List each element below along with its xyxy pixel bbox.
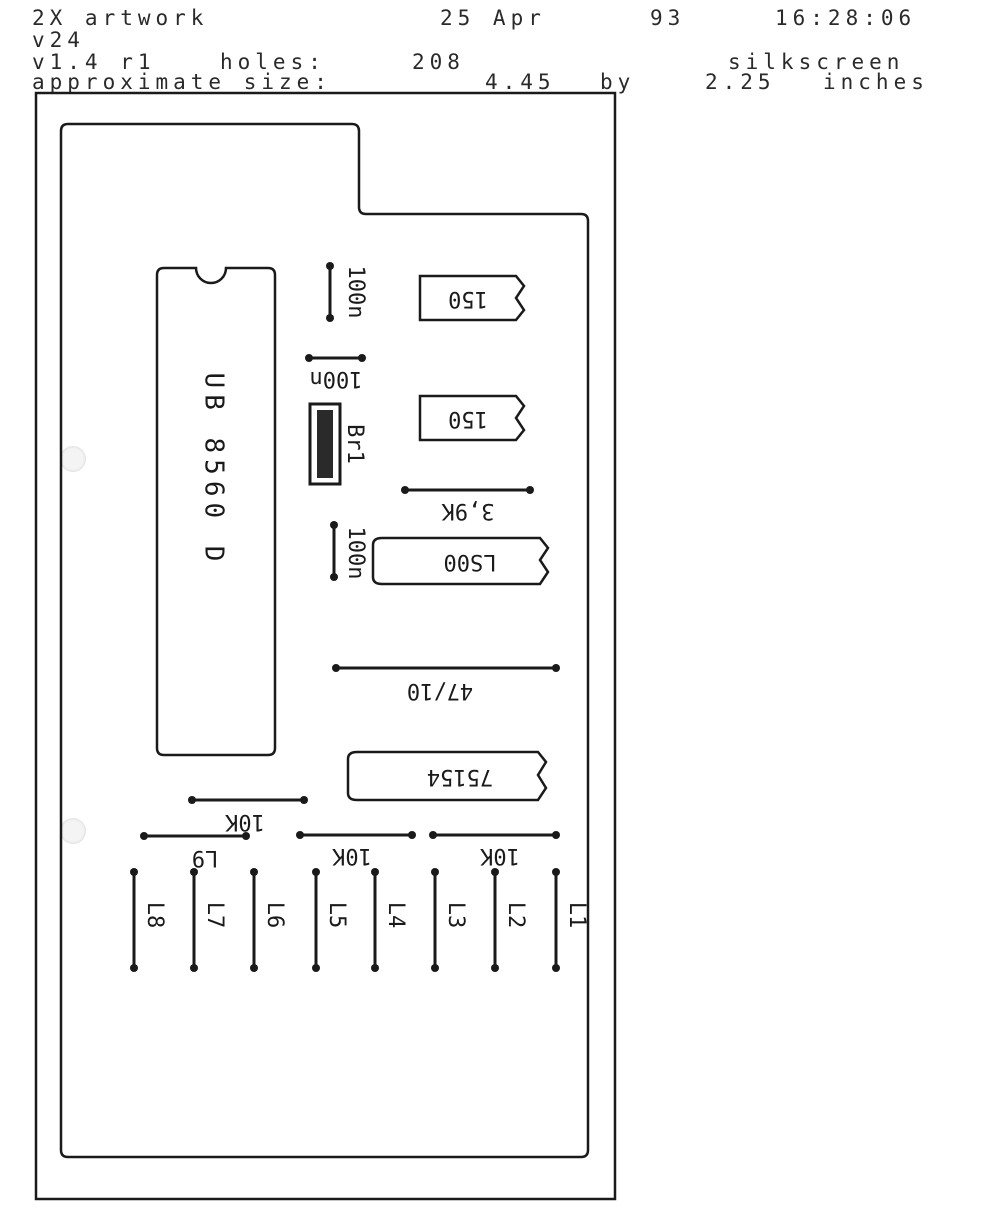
led-array: L8 L7 L6 L5 L4 L3 L2 L1 bbox=[130, 868, 589, 972]
cap-4710-label: 47/10 bbox=[407, 678, 473, 703]
outer-frame bbox=[34, 91, 617, 1201]
ic-ls00: LS00 bbox=[371, 536, 550, 586]
ic-150-a: 150 bbox=[418, 274, 526, 322]
board-outline bbox=[59, 122, 590, 1159]
resistor-3-9k: 3,9K bbox=[401, 486, 534, 523]
cap-low-label: 100n bbox=[343, 527, 368, 580]
holes-count: 208 bbox=[412, 50, 465, 74]
cap-100n-mid: 100n bbox=[305, 354, 366, 391]
size-units: inches bbox=[823, 70, 929, 94]
led-l2: L2 bbox=[491, 868, 528, 972]
artwork-title: 2X artwork bbox=[32, 6, 209, 30]
holes-label: holes: bbox=[220, 50, 326, 74]
resistor-10k-c: 10K bbox=[429, 831, 560, 868]
size-label: approximate size: bbox=[32, 70, 332, 94]
led-pad bbox=[312, 868, 320, 876]
res-39k-label: 3,9K bbox=[441, 498, 495, 523]
led-label: L5 bbox=[324, 902, 349, 929]
cap-100n-top: 100n bbox=[326, 262, 368, 322]
led-l8: L8 bbox=[130, 868, 167, 972]
ic-150-a-label: 150 bbox=[448, 286, 488, 311]
led-pad bbox=[130, 868, 138, 876]
res-10k-a-label: 10K bbox=[224, 809, 264, 834]
led-label: L6 bbox=[262, 902, 287, 929]
led-pad bbox=[552, 868, 560, 876]
size-width: 4.45 bbox=[485, 70, 556, 94]
led-pad bbox=[130, 964, 138, 972]
led-pad bbox=[431, 868, 439, 876]
print-year: 93 bbox=[650, 6, 686, 30]
size-by: by bbox=[600, 70, 636, 94]
led-label: L2 bbox=[503, 902, 528, 929]
ic-ub8560d: UB 8560 D bbox=[155, 266, 277, 757]
resistor-10k-a: 10K bbox=[188, 796, 308, 834]
cap-top-label: 100n bbox=[343, 266, 368, 319]
led-pad bbox=[190, 868, 198, 876]
ic-75154-label: 75154 bbox=[427, 764, 493, 789]
ic-ls00-label: LS00 bbox=[444, 549, 497, 574]
led-l4: L4 bbox=[371, 868, 408, 972]
cap-100n-low: 100n bbox=[330, 521, 368, 581]
ic-150-b-label: 150 bbox=[448, 406, 488, 431]
bridge-label: Br1 bbox=[342, 424, 367, 464]
led-pad bbox=[491, 964, 499, 972]
ic-main-label: UB 8560 D bbox=[199, 373, 229, 568]
led-pad bbox=[312, 964, 320, 972]
resistor-10k-b: 10K bbox=[296, 831, 416, 868]
print-time: 16:28:06 bbox=[775, 6, 917, 30]
layer-name: silkscreen bbox=[728, 50, 905, 74]
led-pad bbox=[491, 868, 499, 876]
led-label: L3 bbox=[443, 902, 468, 929]
punch-hole bbox=[60, 818, 86, 844]
print-date: 25 Apr bbox=[440, 6, 546, 30]
version-label: v1.4 r1 bbox=[32, 50, 156, 74]
led-pad bbox=[250, 964, 258, 972]
led-l7: L7 bbox=[190, 868, 227, 972]
led-l5: L5 bbox=[312, 868, 349, 972]
project-name: v24 bbox=[32, 28, 85, 52]
cap-47-10: 47/10 bbox=[332, 664, 560, 703]
led-l6: L6 bbox=[250, 868, 287, 972]
res-10k-b-label: 10K bbox=[331, 843, 371, 868]
resistor-l9: L9 bbox=[140, 832, 250, 870]
led-label: L1 bbox=[564, 902, 589, 929]
res-10k-c-label: 10K bbox=[479, 843, 519, 868]
punch-hole bbox=[60, 446, 86, 472]
cap-mid-label: 100n bbox=[310, 366, 363, 391]
led-pad bbox=[371, 964, 379, 972]
led-label: L4 bbox=[383, 902, 408, 929]
led-l3: L3 bbox=[431, 868, 468, 972]
led-label: L8 bbox=[142, 902, 167, 929]
ic-150-b: 150 bbox=[418, 394, 526, 442]
led-pad bbox=[552, 964, 560, 972]
led-pad bbox=[371, 868, 379, 876]
led-label: L7 bbox=[202, 902, 227, 929]
led-pad bbox=[250, 868, 258, 876]
led-pad bbox=[431, 964, 439, 972]
led-l9-label: L9 bbox=[192, 845, 219, 870]
led-pad bbox=[190, 964, 198, 972]
size-height: 2.25 bbox=[705, 70, 776, 94]
led-l1: L1 bbox=[552, 868, 589, 972]
ic-75154: 75154 bbox=[346, 750, 548, 802]
bridge-br1: Br1 bbox=[308, 402, 367, 486]
